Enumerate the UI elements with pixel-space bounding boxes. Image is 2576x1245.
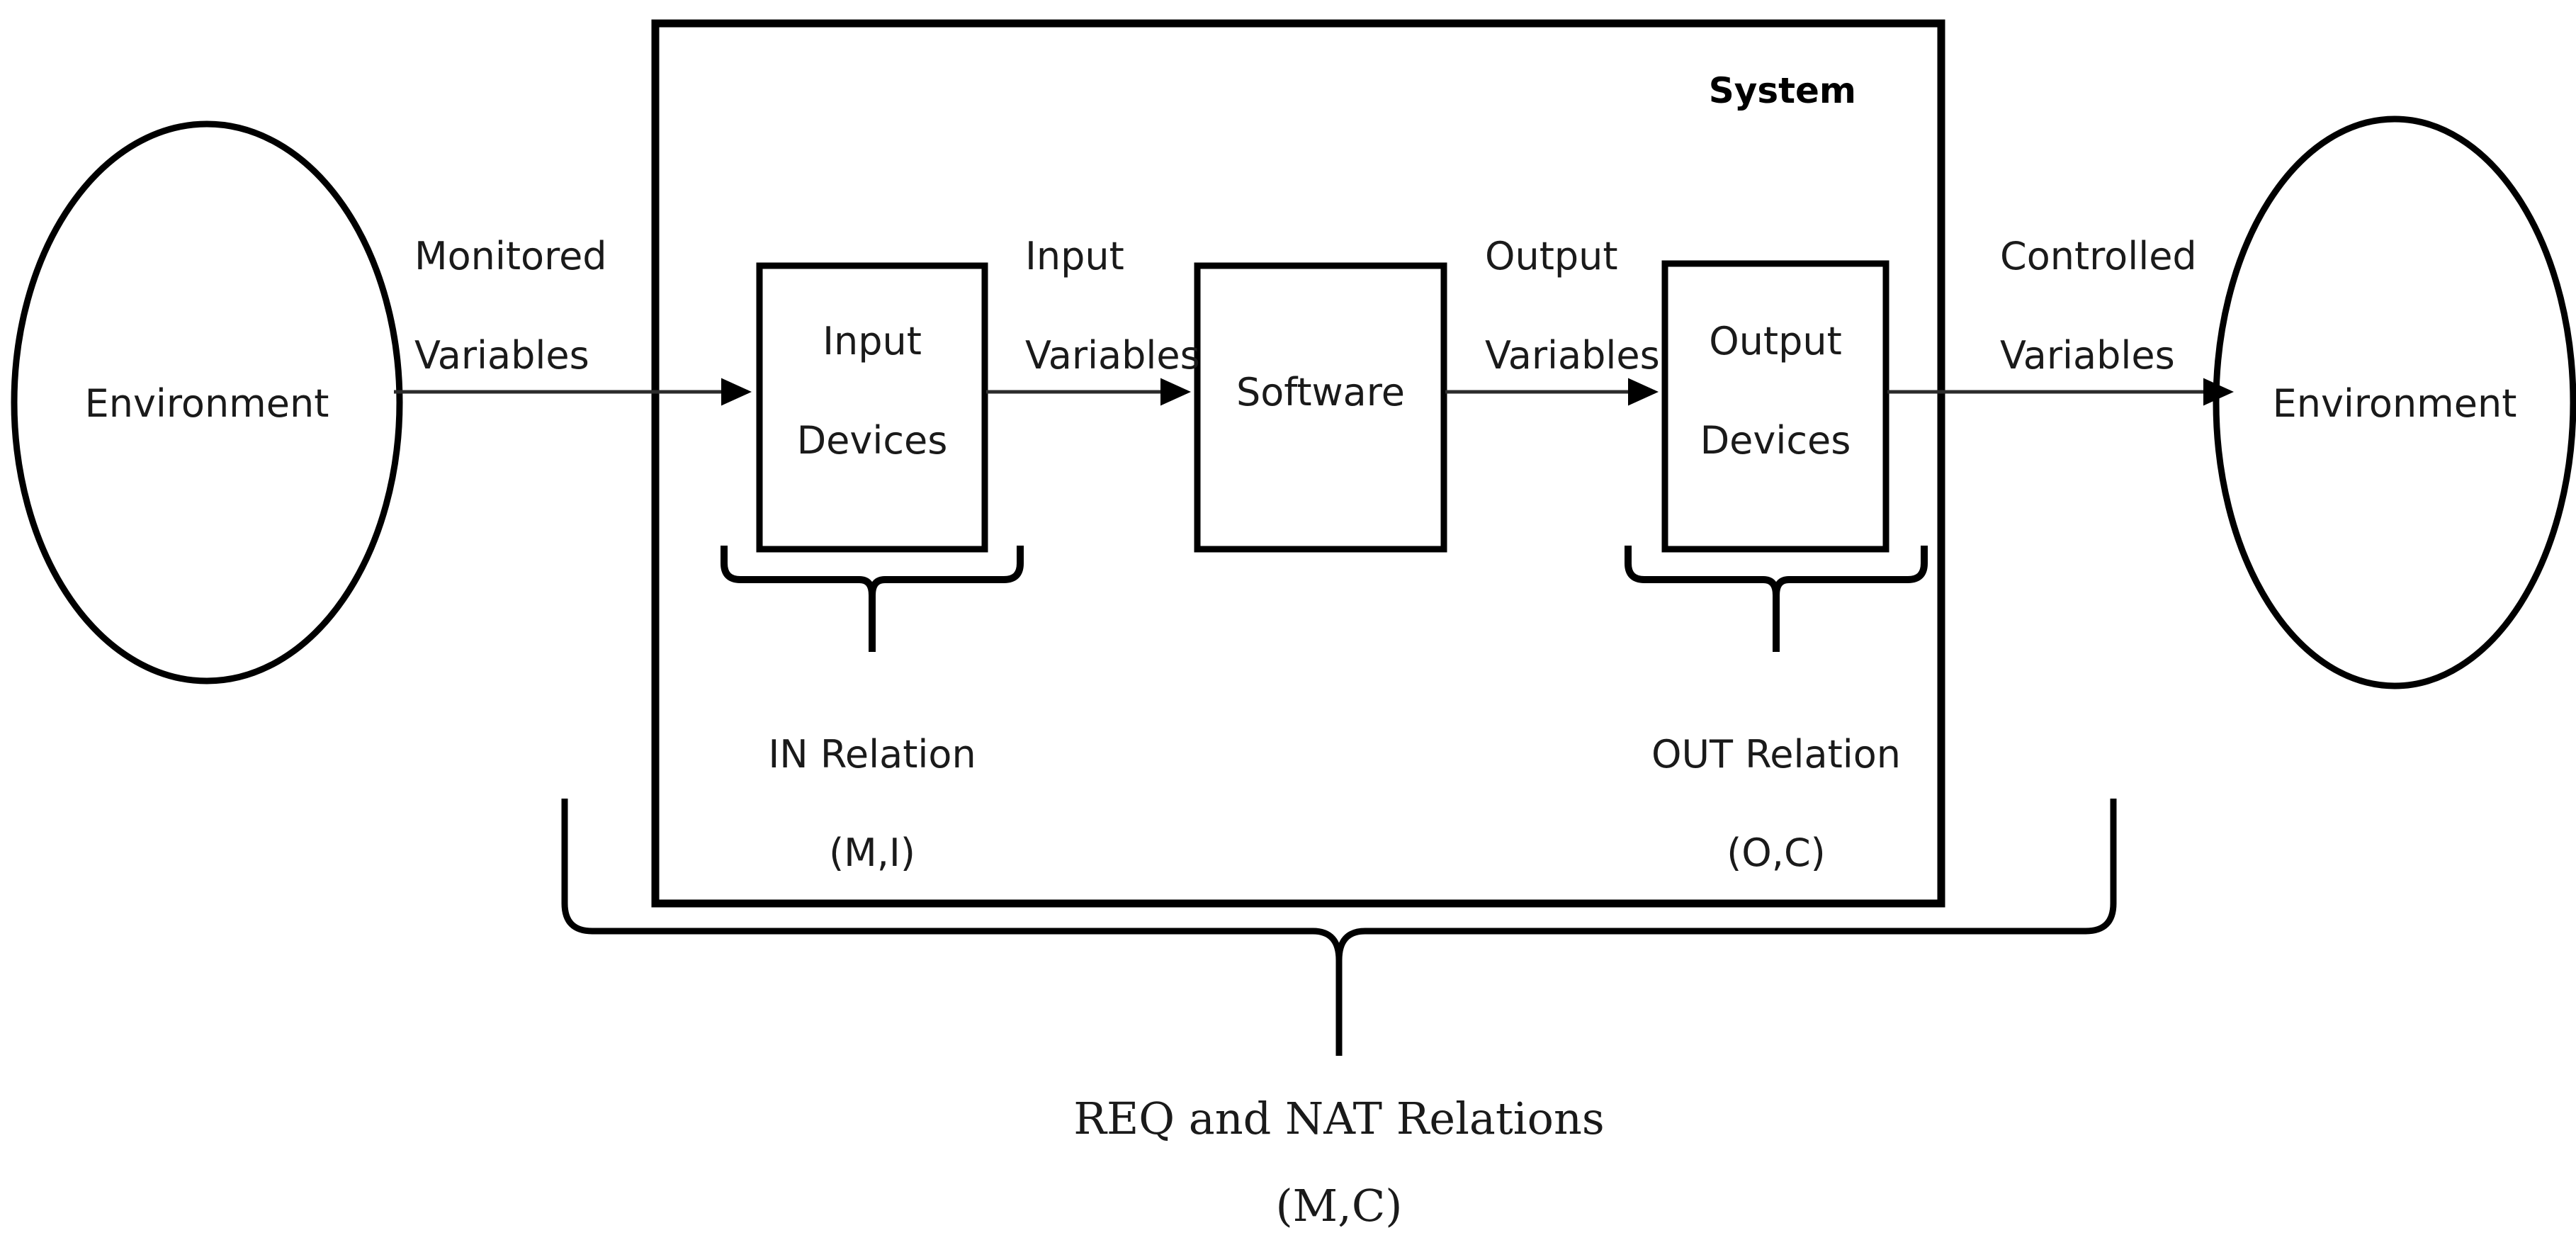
- software-label: Software: [1236, 370, 1405, 415]
- output-devices-label-line1: Output: [1709, 319, 1842, 364]
- in-relation-brace: [721, 546, 1024, 599]
- input-devices-label-line1: Input: [823, 319, 922, 364]
- environment-right-label: Environment: [2273, 381, 2517, 426]
- input-devices-box: [756, 262, 988, 553]
- environment-left-ellipse: [11, 120, 403, 685]
- output-devices-box: [1661, 260, 1889, 553]
- in-relation-label: IN Relation: [768, 732, 976, 777]
- input-variables-label-line2: Variables: [1025, 333, 1200, 378]
- system-boundary-box: [651, 19, 1945, 908]
- system-label: System: [1709, 70, 1856, 111]
- out-relation-brace: [1625, 546, 1928, 599]
- out-relation-label: OUT Relation: [1651, 732, 1901, 777]
- output-variables-label-line1: Output: [1485, 234, 1618, 278]
- req-nat-brace: [561, 799, 2117, 964]
- out-relation-pair: (O,C): [1727, 830, 1826, 875]
- in-relation-pair: (M,I): [829, 830, 915, 875]
- req-nat-relations-pair: (M,C): [1275, 1180, 1402, 1232]
- controlled-variables-label-line1: Controlled: [2000, 234, 2197, 278]
- output-devices-label-line2: Devices: [1700, 418, 1851, 463]
- input-variables-label-line1: Input: [1025, 234, 1124, 278]
- req-nat-relations-label: REQ and NAT Relations: [1073, 1093, 1604, 1144]
- software-box: [1194, 262, 1447, 553]
- output-variables-label-line2: Variables: [1485, 333, 1660, 378]
- controlled-variables-label-line2: Variables: [2000, 333, 2175, 378]
- input-devices-label-line2: Devices: [797, 418, 948, 463]
- monitored-variables-label-line1: Monitored: [414, 234, 607, 278]
- monitored-variables-label-line2: Variables: [414, 333, 589, 378]
- environment-left-label: Environment: [85, 381, 329, 426]
